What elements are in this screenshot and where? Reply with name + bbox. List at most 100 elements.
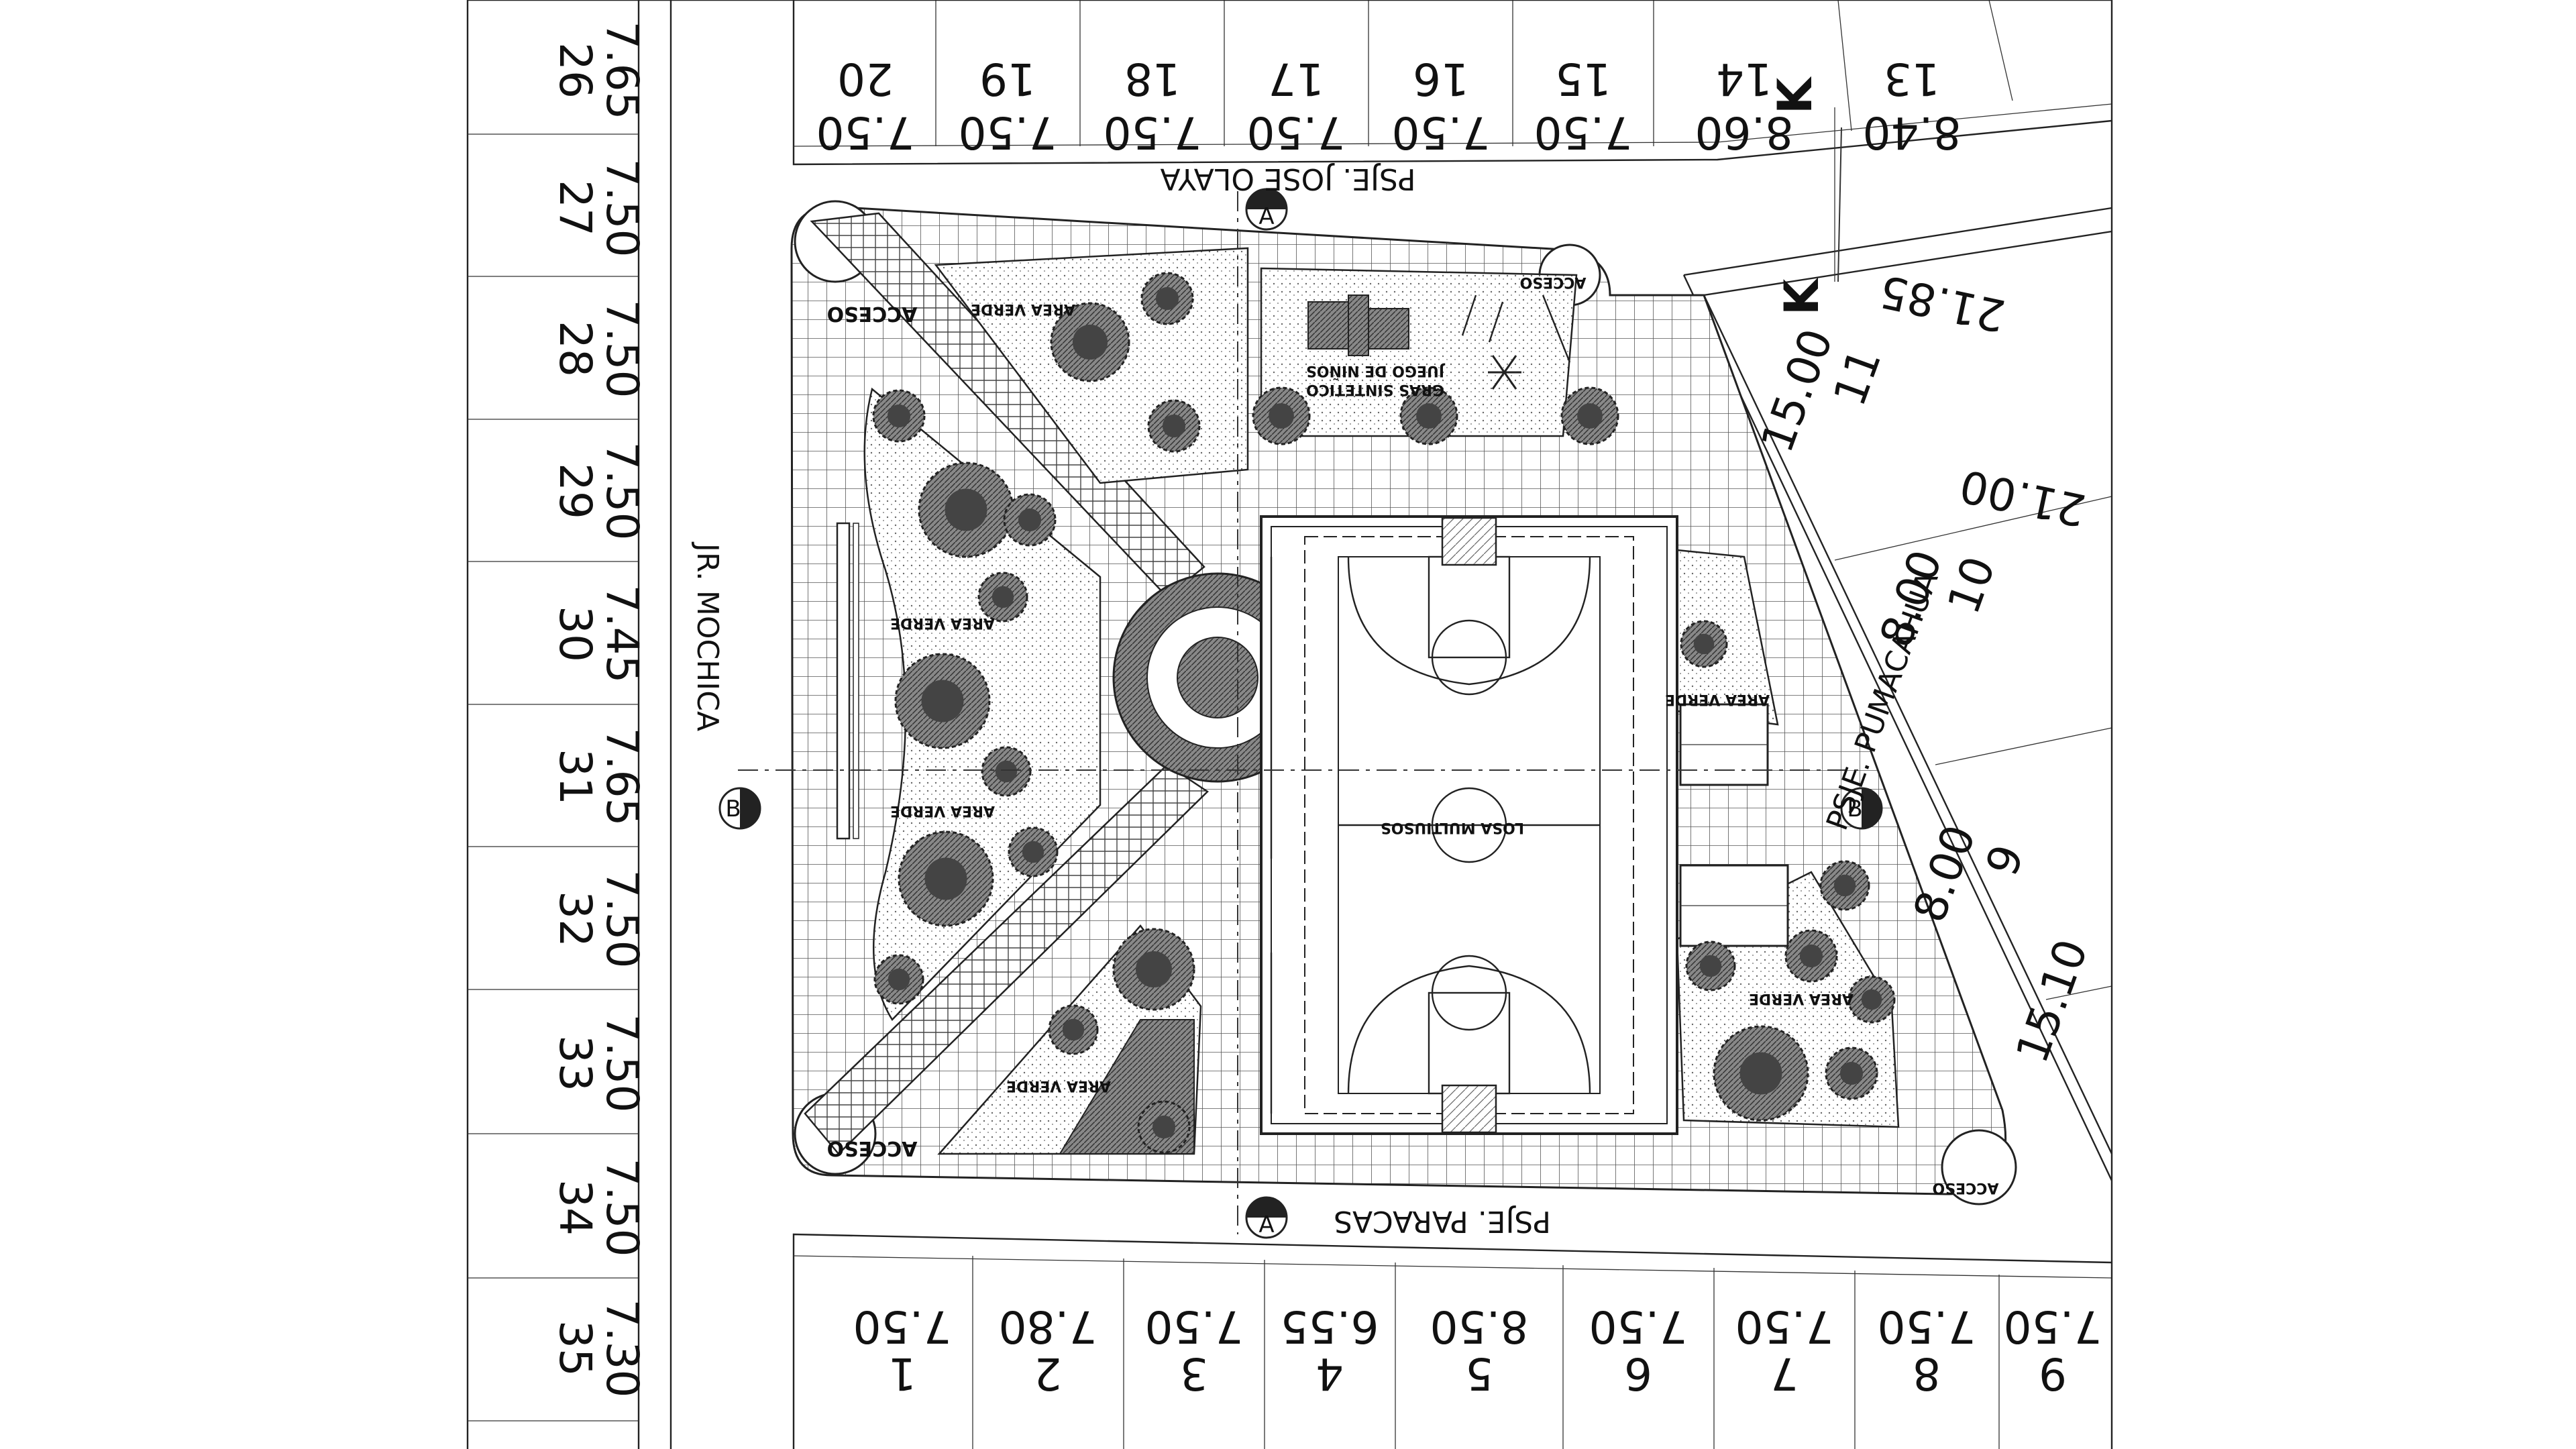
court-label: LOSA MULTIUSOS: [1381, 819, 1524, 836]
lot-width-bottom: 7.80: [999, 1301, 1097, 1352]
tree-core: [991, 586, 1014, 608]
tree-core: [1833, 874, 1856, 897]
section-k-label: K: [1774, 277, 1829, 315]
tree-core: [1799, 944, 1823, 968]
benches: [836, 522, 859, 840]
section-marker-label: B: [725, 796, 741, 822]
lot-width-left: 7.50: [596, 159, 648, 258]
tree-core: [1136, 951, 1172, 987]
tree-core: [1018, 508, 1042, 532]
lot-number-top: 15: [1555, 53, 1611, 105]
tree-core: [1699, 955, 1722, 977]
dimension-right: 21.00: [1955, 460, 2090, 537]
lot-number-top: 17: [1268, 53, 1324, 105]
lot-number-top: 19: [979, 53, 1036, 105]
tree-core: [924, 857, 967, 900]
section-marker-a-bottom: A: [1245, 1196, 1288, 1239]
lot-number-bottom: 4: [1316, 1348, 1344, 1399]
street-name-top: PSJE. JOSE OLAYA: [1161, 162, 1416, 196]
lot-number-left: 26: [549, 42, 601, 99]
lot-number-left: 27: [549, 180, 601, 236]
green-area-label-3: AREA VERDE: [890, 802, 995, 819]
lot-number-left: 34: [549, 1179, 601, 1236]
lot-number-bottom: 5: [1465, 1348, 1493, 1399]
lot-number-bottom: 2: [1034, 1348, 1062, 1399]
lot-width-left: 7.30: [596, 1299, 648, 1398]
lot-number-bottom: 7: [1770, 1348, 1799, 1399]
synthetic-grass-label: GRAS SINTETICO: [1306, 381, 1444, 398]
lot-number-bottom: 1: [888, 1348, 916, 1399]
lot-width-top: 7.50: [1247, 107, 1346, 158]
lot-number-bottom: 3: [1180, 1348, 1208, 1399]
lot-width-bottom: 7.50: [1735, 1301, 1834, 1352]
lot-number-top: 18: [1124, 53, 1181, 105]
playground: [1260, 267, 1578, 437]
lot-number-left: 33: [549, 1035, 601, 1091]
lot-number-left: 35: [549, 1320, 601, 1377]
tree-core: [888, 968, 910, 991]
access-label-top: ACCESO: [827, 302, 918, 325]
lot-number-bottom: 6: [1624, 1348, 1652, 1399]
lot-width-left: 7.45: [596, 585, 648, 684]
lot-number-bottom: 8: [1913, 1348, 1941, 1399]
lot-number-top: 16: [1413, 53, 1469, 105]
lot-width-top: 7.50: [1534, 107, 1633, 158]
street-name-left: JR. MOCHICA: [690, 541, 724, 731]
tree-core: [1155, 286, 1179, 311]
lot-width-bottom: 7.50: [2004, 1301, 2102, 1352]
lot-width-top: 8.60: [1695, 107, 1794, 158]
tree-core: [887, 404, 911, 428]
street-name-bottom: PSJE. PARACAS: [1334, 1204, 1551, 1238]
lot-width-top: 7.50: [816, 107, 915, 158]
tree-core: [1416, 403, 1442, 429]
section-marker-b-left: B: [718, 787, 761, 830]
tree-core: [995, 760, 1018, 783]
playground-label: JUEGO DE NIÑOS: [1306, 362, 1446, 380]
tree-core: [1693, 633, 1715, 655]
green-area-label-6: AREA VERDE: [1749, 990, 1854, 1007]
section-marker-label: B: [1847, 796, 1862, 822]
lot-width-top: 7.50: [959, 107, 1057, 158]
lot-number-top: 20: [837, 53, 894, 105]
access-label-right-top: ACCESO: [1520, 274, 1587, 290]
lot-width-top: 7.50: [1392, 107, 1491, 158]
lot-number-left: 30: [549, 606, 601, 662]
green-area-label-5: AREA VERDE: [1665, 691, 1770, 708]
lot-width-left: 7.50: [596, 1014, 648, 1113]
green-area-label-1: AREA VERDE: [971, 301, 1075, 317]
lot-width-top: 7.50: [1104, 107, 1202, 158]
lot-number-left: 28: [549, 321, 601, 377]
lot-width-left: 7.50: [596, 870, 648, 969]
lot-number-left: 31: [549, 749, 601, 805]
lot-width-left: 7.50: [596, 1159, 648, 1257]
lot-labels: 267.65277.50287.50297.50307.45317.65327.…: [549, 21, 2102, 1399]
access-label-right-bottom: ACCESO: [1933, 1179, 1999, 1196]
lot-width-left: 7.50: [596, 300, 648, 398]
tree-core: [921, 680, 964, 722]
green-area-label-4: AREA VERDE: [1006, 1077, 1111, 1094]
reference-lines: [738, 127, 1865, 1234]
tree-core: [945, 488, 987, 531]
lot-number-left: 32: [549, 891, 601, 947]
lot-number-top: 13: [1884, 53, 1940, 105]
tree-core: [1739, 1052, 1782, 1095]
tree-core: [1072, 324, 1108, 360]
lot-width-left: 7.65: [596, 728, 648, 826]
lot-width-left: 7.65: [596, 21, 648, 120]
tree-core: [1152, 1115, 1176, 1139]
dimension-right: 15.10: [2006, 932, 2098, 1069]
sports-court: [1260, 515, 1678, 1135]
tree-core: [1022, 841, 1044, 863]
tree-core: [1577, 403, 1603, 429]
tree-core: [1861, 989, 1882, 1010]
restroom-block: [1679, 703, 1789, 947]
lot-width-bottom: 8.50: [1430, 1301, 1529, 1352]
lot-width-top: 8.40: [1863, 107, 1962, 158]
green-area-label-2: AREA VERDE: [890, 614, 995, 631]
lot-width-bottom: 7.50: [853, 1301, 952, 1352]
lot-number-bottom: 9: [2039, 1348, 2067, 1399]
lot-boundaries: [466, 0, 2113, 1449]
tree-core: [1162, 414, 1186, 438]
lot-width-bottom: 7.50: [1145, 1301, 1244, 1352]
